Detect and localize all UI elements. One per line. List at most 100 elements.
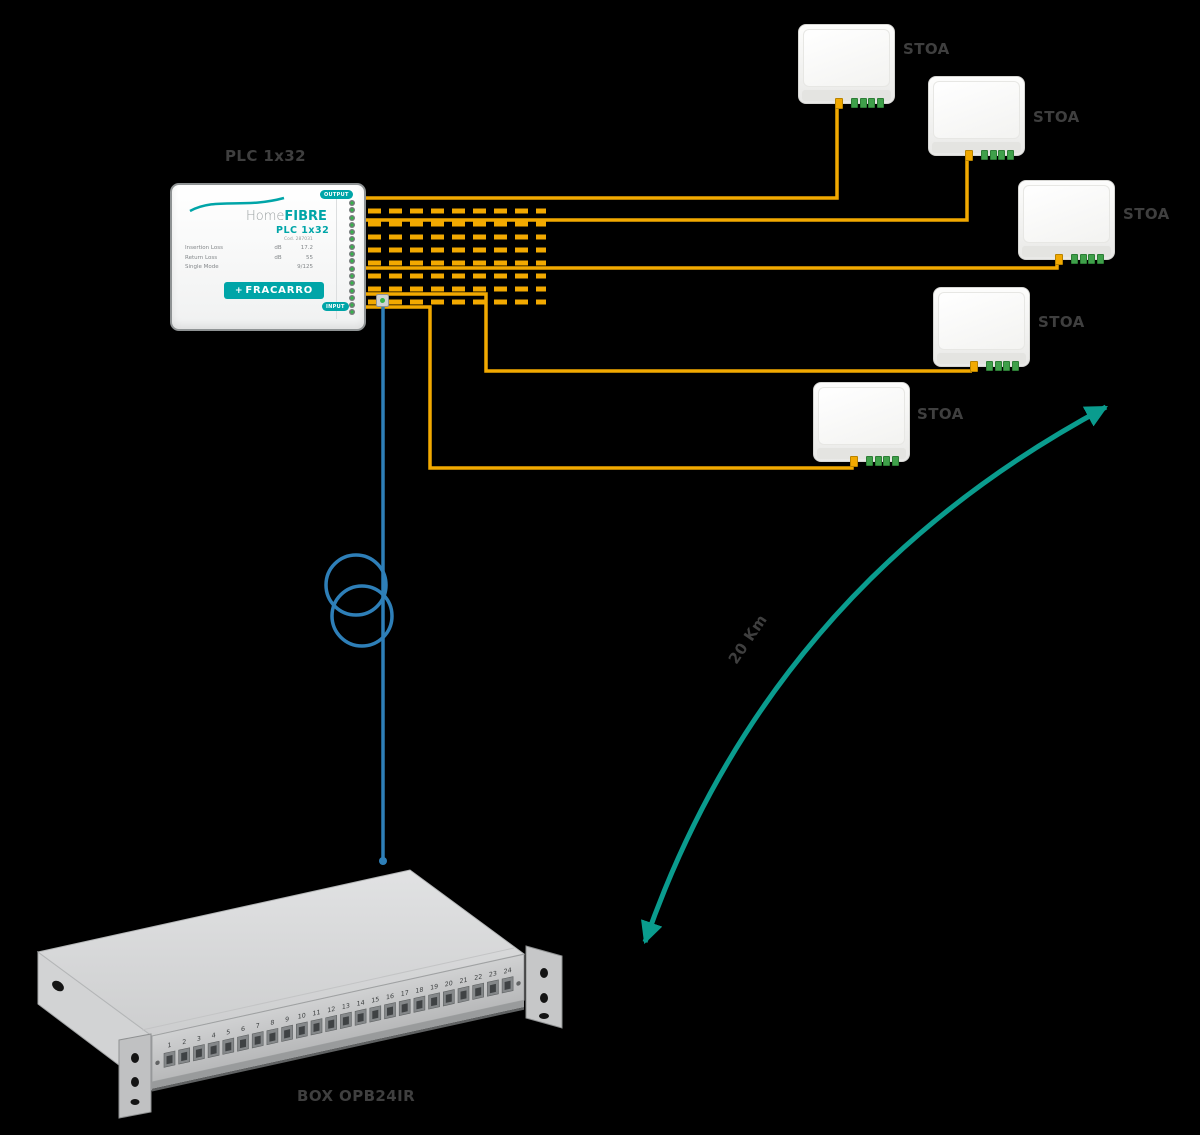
panel-port-hole [504,980,511,990]
panel-port-hole [342,1016,349,1026]
side-hole [52,980,64,992]
distance-arrow: 20 Km [641,404,1108,945]
plc-output-port [349,229,355,236]
stoa-lid [803,29,890,87]
stoa-base [802,90,891,101]
panel-port-hole [372,1009,379,1020]
front-screw [155,1060,160,1066]
spec-row: Insertion Loss dB 17.2 [185,244,313,254]
terminal-block [1071,254,1104,264]
fiber-link-stoa-3 [366,264,1059,270]
panel-right-ear [525,945,563,1029]
front-lip [152,1000,524,1089]
plc-model: PLC 1x32 [276,225,330,236]
panel-port-hole [445,993,452,1003]
panel-port-number: 24 [504,966,512,976]
plc-output-port [349,236,355,243]
panel-port-number: 9 [285,1015,289,1024]
panel-port-number: 7 [256,1021,260,1030]
plc-output-port [349,200,355,206]
panel-port-number: 16 [386,992,394,1002]
input-label: INPUT [322,302,349,311]
panel-port-number: 6 [241,1025,245,1034]
panel-port-number: 13 [342,1002,350,1012]
panel-port-number: 15 [371,995,379,1005]
panel-port-hole [269,1032,276,1042]
panel-port-number: 21 [460,976,468,986]
panel-port-number: 17 [401,989,409,999]
panel-port-hole [387,1006,393,1016]
ear-hole [131,1053,139,1063]
panel-port-number: 8 [270,1018,274,1027]
front-plate [151,953,525,1083]
fiber-link-stoa-2 [366,160,969,222]
stoa-base [932,142,1021,153]
stoa-label: STOA [917,405,964,423]
panel-port-hole [475,987,482,997]
panel-port-hole [431,996,438,1007]
spec-value: 9/125 [297,264,313,270]
stoa-unit [1018,180,1115,265]
stoa-lid [1023,185,1110,243]
spec-unit [267,263,289,273]
plc-output-port [349,214,355,221]
plc-output-port [349,207,355,214]
panel-port-hole [210,1045,217,1055]
terminal-block [866,456,899,466]
plc-splitter-device: HomeFIBRE PLC 1x32 Cod. 287031 Insertion… [170,183,366,331]
stoa-lid [818,387,905,445]
brand-name-home: Home [246,209,285,224]
plc-output-port [349,294,355,301]
fiber-connector [965,150,973,161]
panel-port-hole [416,1000,423,1010]
spec-value: 55 [306,254,313,261]
stoa-unit [928,76,1025,161]
patch-panel-label: BOX OPB24IR [297,1087,416,1105]
panel-port-number: 4 [212,1031,216,1040]
output-fiber-bundle [368,208,546,305]
panel-port-hole [313,1022,320,1032]
distance-arc [641,404,1108,945]
output-label: OUTPUT [320,190,353,199]
plc-output-port [349,272,355,279]
plc-output-port [349,265,355,272]
stoa-unit [798,24,895,109]
stoa-label: STOA [1123,205,1170,223]
ear-slot [130,1099,140,1105]
panel-port-number: 23 [489,969,497,979]
panel-port-hole [284,1029,291,1039]
plc-title-label: PLC 1x32 [225,147,306,165]
panel-port-number: 5 [226,1028,230,1037]
fracarro-logo: FRACARRO [224,282,324,299]
fiber-connector [1055,254,1063,265]
plc-output-port [349,309,355,316]
fiber-link-stoa-1 [366,108,839,200]
stoa-base [937,353,1026,364]
stoa-base [1022,246,1111,257]
panel-port-number: 1 [168,1041,172,1050]
stoa-label: STOA [1038,313,1085,331]
ear-hole [131,1077,139,1087]
plc-input-connector [376,294,389,307]
panel-port-hole [240,1038,246,1049]
terminal-block [851,98,884,108]
front-screw [516,981,521,986]
fiber-connector [850,456,858,467]
panel-port-hole [460,990,467,1000]
fiber-connector [970,361,978,372]
fiber-slack-coil [330,584,394,648]
spec-unit: dB [274,254,282,261]
fiber-link-stoa-5 [366,305,854,470]
plc-specs: Insertion Loss dB 17.2 Return Loss dB 55… [185,244,313,273]
panel-port-number: 10 [298,1011,306,1021]
brand-name-fibre: FIBRE [284,209,327,224]
plc-output-port [349,258,355,265]
stoa-unit [933,287,1030,372]
plc-output-port [349,280,355,287]
spec-row: Single Mode 9/125 [185,263,313,273]
spec-value: 17.2 [300,245,313,251]
